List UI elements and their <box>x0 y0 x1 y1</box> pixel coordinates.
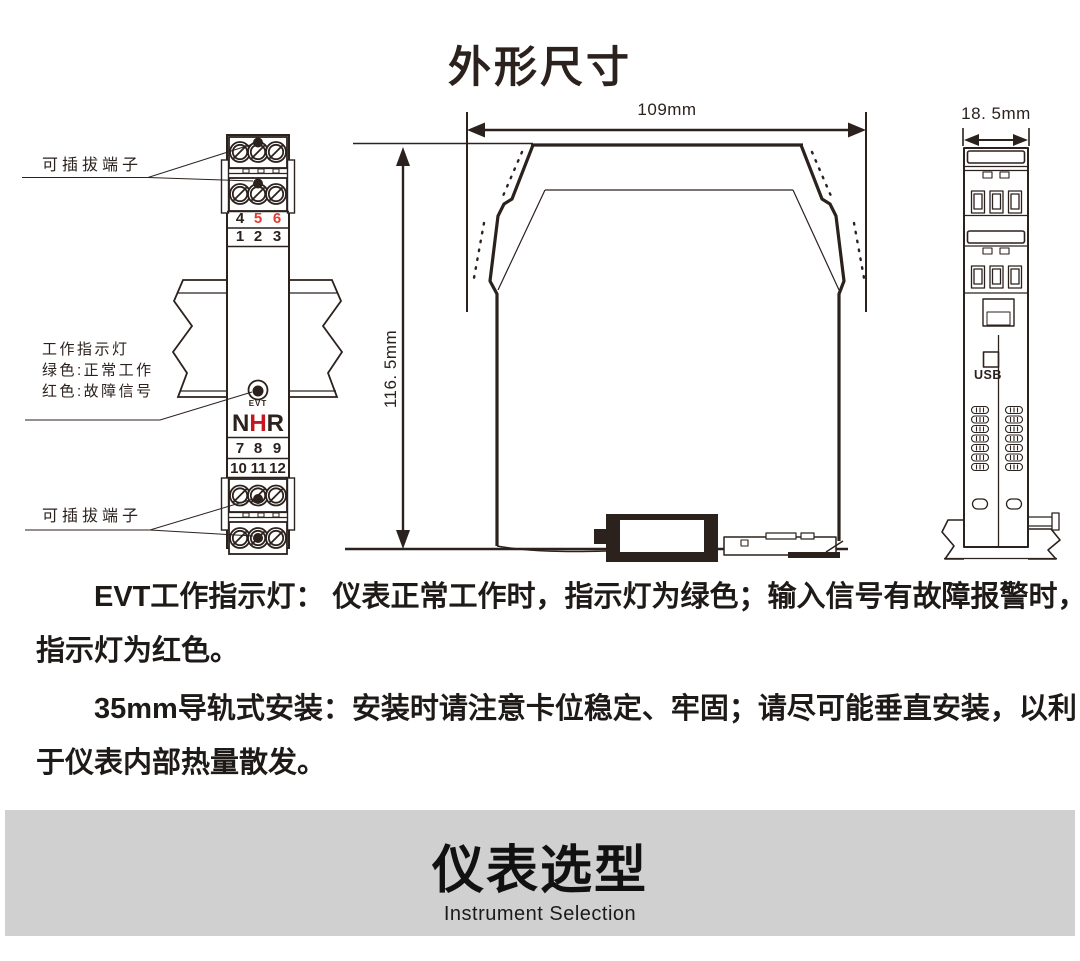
indicator-label-line3: 红色:故障信号 <box>42 383 154 400</box>
width-dimension-label: 109mm <box>637 100 697 119</box>
dim-116 <box>345 142 848 551</box>
top-terminal-block <box>220 136 296 214</box>
terminal-number: 6 <box>272 210 282 227</box>
screw-terminal-icon <box>229 527 251 549</box>
terminal-number-lines <box>227 436 289 479</box>
terminal-number: 5 <box>253 210 263 227</box>
led-indicator <box>247 379 269 401</box>
nhr-logo: NHR <box>229 410 287 438</box>
terminal-number-lines <box>227 210 289 248</box>
banner-title: 仪表选型 <box>431 842 648 900</box>
note-evt-line1: EVT工作指示灯： 仪表正常工作时，指示灯为绿色；输入信号有故障报警时， <box>94 581 1080 613</box>
logo-letter-n: N <box>231 410 250 437</box>
leader-dot <box>253 137 263 148</box>
slide-latch <box>982 298 1015 327</box>
evt-label: EVT <box>248 399 268 408</box>
bottom-terminal-block <box>220 477 296 555</box>
side-view-drawing <box>345 112 867 562</box>
front-view-drawing <box>22 134 344 555</box>
banner-subtitle: Instrument Selection <box>443 903 637 925</box>
dim-109 <box>466 112 867 312</box>
leader-lines <box>22 143 254 537</box>
notes-block: EVT工作指示灯： 仪表正常工作时，指示灯为绿色；输入信号有故障报警时， 指示灯… <box>36 570 1080 790</box>
top-cap <box>966 150 1026 164</box>
terminal-number: 9 <box>272 440 282 457</box>
din-rail <box>171 279 344 398</box>
screw-terminal-icon <box>265 141 287 163</box>
section-banner: 仪表选型 Instrument Selection <box>5 810 1075 936</box>
indicator-label-line2: 绿色:正常工作 <box>42 362 154 379</box>
leader-dot <box>253 178 263 189</box>
dimension-drawings <box>22 112 1061 562</box>
terminal-number: 7 <box>235 440 245 457</box>
logo-letter-h: H <box>249 410 267 437</box>
terminal-number: 10 <box>230 460 247 477</box>
inner-edge <box>497 189 840 291</box>
note-evt-line2: 指示灯为红色。 <box>36 635 240 667</box>
height-dimension-label: 116. 5mm <box>381 329 400 409</box>
terminal-number: 4 <box>235 210 245 227</box>
logo-letter-r: R <box>266 410 285 437</box>
din-rail-end <box>941 512 1061 560</box>
screw-terminal-icon <box>265 183 287 205</box>
bottom-terminal-label: 可插拔端子 <box>42 508 143 525</box>
note-rail-line2: 于仪表内部热量散发。 <box>36 747 327 779</box>
swing-path-dots <box>472 150 866 280</box>
screw-terminal-icon <box>265 484 287 507</box>
indicator-label: 工作指示灯 绿色:正常工作 红色:故障信号 <box>42 339 154 402</box>
din-clip <box>496 514 718 562</box>
terminal-number: 12 <box>269 460 286 477</box>
note-rail-line1: 35mm导轨式安装：安装时请注意卡位稳定、牢固；请尽可能垂直安装，以利 <box>94 693 1077 725</box>
screw-terminal-icon <box>229 183 251 205</box>
usb-port <box>982 351 1000 368</box>
dim-185 <box>962 128 1030 146</box>
screw-terminal-icon <box>229 141 251 163</box>
clip-latch <box>723 532 844 558</box>
leader-dot <box>253 494 263 504</box>
leader-dot <box>253 533 263 543</box>
screw-terminal-icon <box>265 527 287 549</box>
usb-label: USB <box>974 368 1002 382</box>
end-body <box>963 147 1029 548</box>
terminal-number: 8 <box>253 440 263 457</box>
end-view-drawing <box>941 128 1061 560</box>
terminal-number: 3 <box>272 228 282 245</box>
terminal-number: 11 <box>250 460 267 477</box>
page-title: 外形尺寸 <box>448 44 632 92</box>
terminal-number: 2 <box>253 228 263 245</box>
indicator-label-line1: 工作指示灯 <box>42 341 130 358</box>
terminal-number: 1 <box>235 228 245 245</box>
depth-dimension-label: 18. 5mm <box>961 104 1031 123</box>
top-terminal-label: 可插拔端子 <box>42 157 143 174</box>
housing-profile <box>488 143 846 546</box>
